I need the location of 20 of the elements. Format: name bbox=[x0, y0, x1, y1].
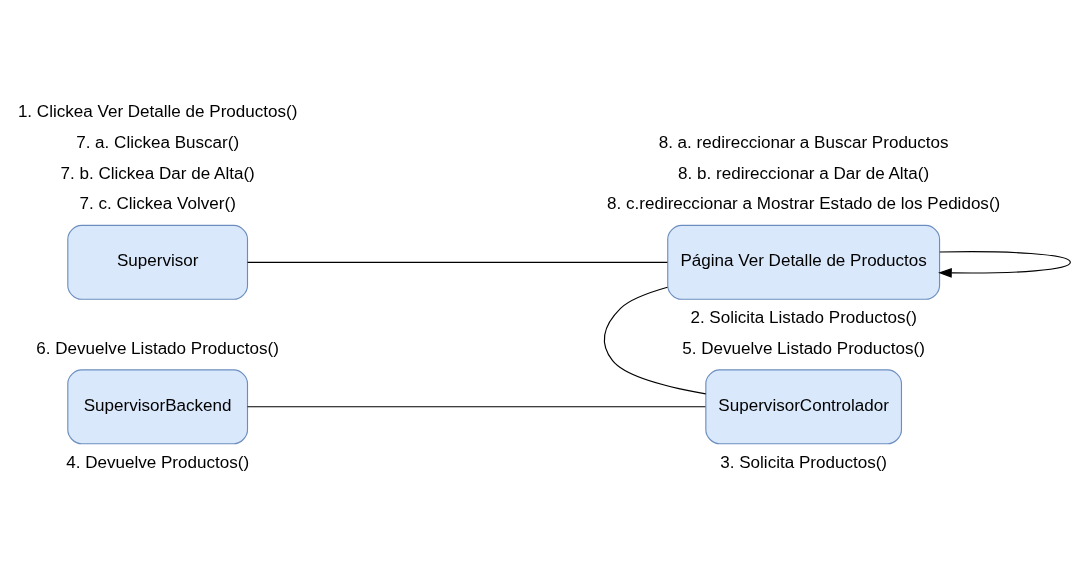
label: 2. Solicita Listado Productos() bbox=[690, 308, 917, 328]
node-box: SupervisorBackend bbox=[67, 369, 249, 445]
node-box: SupervisorControlador bbox=[705, 369, 903, 445]
label: 5. Devuelve Listado Productos() bbox=[682, 338, 925, 358]
label: 8. c.redireccionar a Mostrar Estado de los Pedidos() bbox=[607, 194, 1001, 214]
label: 7. c. Clickea Volver() bbox=[79, 194, 236, 214]
connector bbox=[603, 286, 707, 395]
label: 7. b. Clickea Dar de Alta() bbox=[60, 163, 255, 183]
label: 7. a. Clickea Buscar() bbox=[76, 133, 240, 153]
connector bbox=[247, 261, 668, 263]
arrow bbox=[938, 251, 1071, 278]
label: 8. b. redireccionar a Dar de Alta() bbox=[678, 163, 930, 183]
label: 8. a. redireccionar a Buscar Productos bbox=[658, 133, 949, 153]
connector bbox=[247, 406, 706, 408]
label: 1. Clickea Ver Detalle de Productos() bbox=[17, 102, 298, 122]
label: 6. Devuelve Listado Productos() bbox=[36, 338, 279, 358]
label: 4. Devuelve Productos() bbox=[66, 452, 250, 472]
node-box: Página Ver Detalle de Productos bbox=[667, 224, 941, 300]
node-box: Supervisor bbox=[67, 224, 249, 300]
label: 3. Solicita Productos() bbox=[720, 452, 888, 472]
